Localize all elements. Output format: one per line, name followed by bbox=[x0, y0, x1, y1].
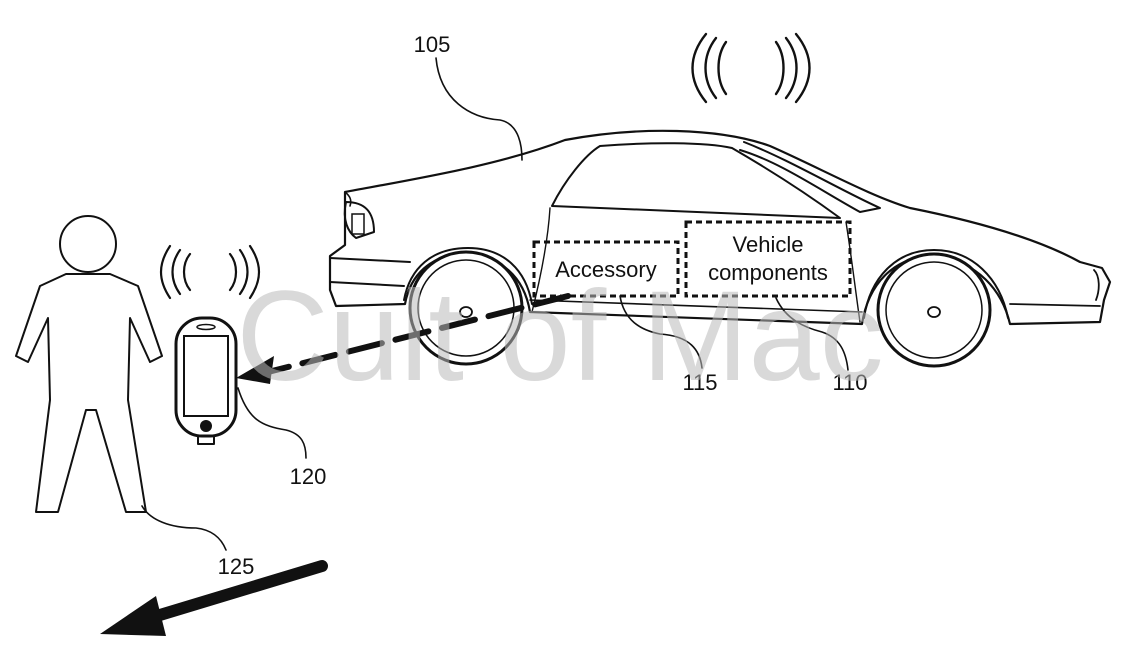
signal-dashed-arrow bbox=[236, 293, 571, 384]
person-body bbox=[15, 273, 163, 513]
device-signal-icon bbox=[159, 244, 261, 300]
vehicle-signal-icon bbox=[691, 32, 811, 104]
ref-accessory: 115 bbox=[682, 370, 717, 395]
side-window bbox=[551, 142, 841, 219]
ref-mobile-device: 120 bbox=[290, 464, 327, 489]
ref-vehicle: 105 bbox=[414, 32, 451, 57]
ref-person: 125 bbox=[218, 554, 255, 579]
vehicle-components-label-line1: Vehicle bbox=[733, 232, 804, 257]
accessory-box: Accessory bbox=[532, 240, 680, 298]
watermark: Cult of Mac bbox=[236, 265, 883, 408]
accessory-label: Accessory bbox=[555, 257, 656, 282]
vehicle-components-label-line2: components bbox=[708, 260, 828, 285]
ref-vehicle-components: 110 bbox=[832, 370, 867, 395]
walking-direction-arrow bbox=[100, 560, 328, 636]
leader-lines bbox=[141, 57, 849, 551]
vehicle-components-box: Vehicle components bbox=[684, 220, 852, 298]
front-wheel bbox=[876, 252, 992, 368]
person bbox=[15, 215, 163, 513]
vehicle bbox=[328, 129, 1112, 368]
mobile-device bbox=[174, 316, 238, 445]
